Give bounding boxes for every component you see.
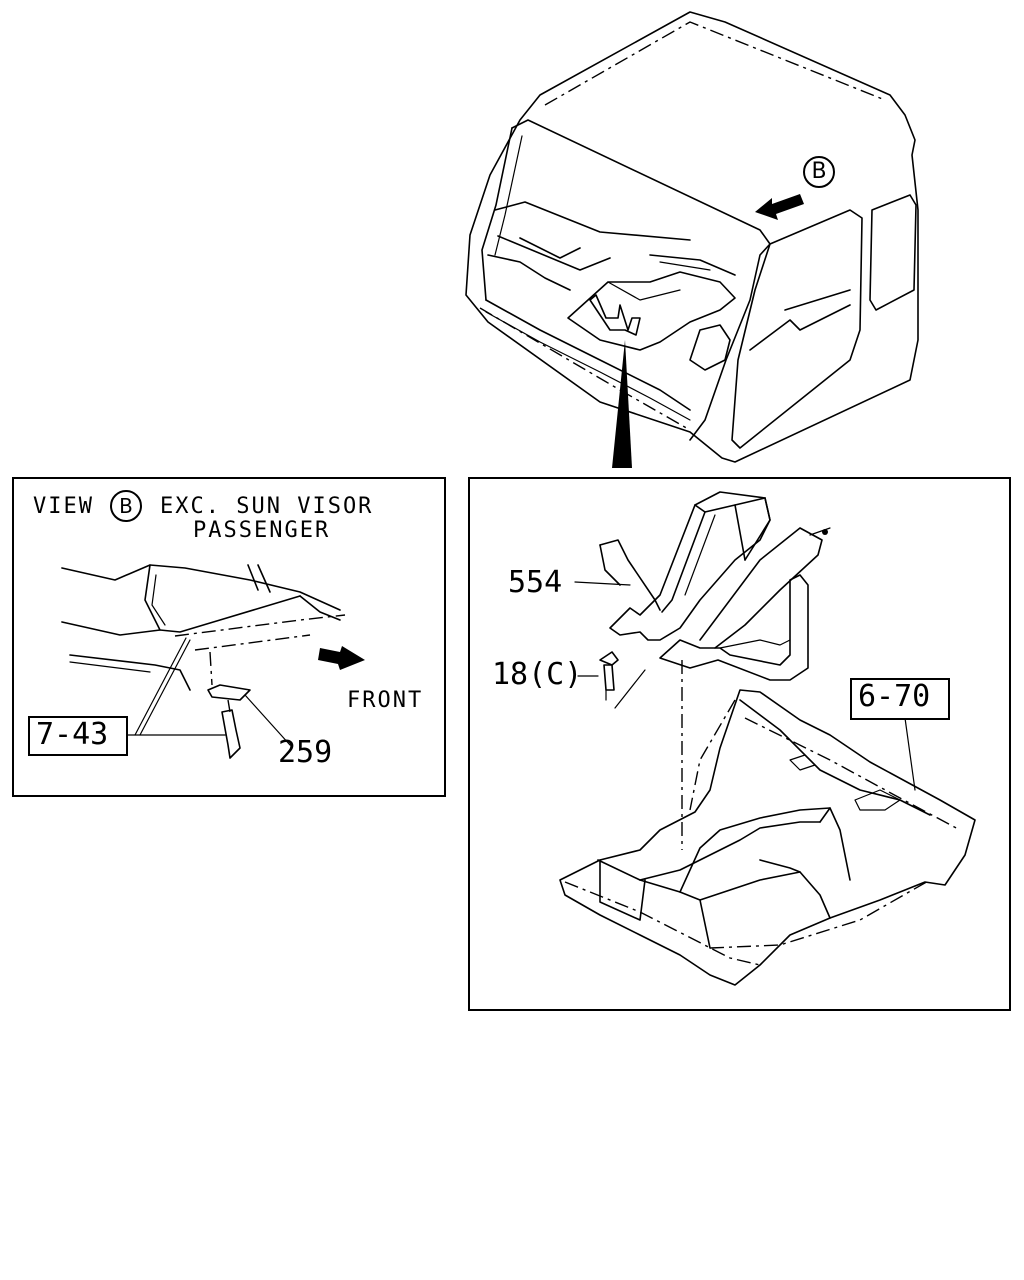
cab-illustration	[465, 11, 919, 468]
part-670-label: 6-70	[858, 679, 931, 714]
detail-frame	[468, 477, 1011, 1011]
cab-view-b-marker: B	[803, 156, 835, 188]
part-554-label: 554	[508, 565, 563, 600]
view-label: VIEW	[33, 494, 94, 519]
exc-sun-visor-label: EXC. SUN VISOR	[160, 494, 374, 519]
part-743-box	[28, 716, 128, 756]
part-18c-label: 18(C)	[492, 657, 583, 692]
view-b-frame	[12, 477, 446, 797]
part-670-box	[850, 678, 950, 720]
view-b-illustration	[61, 564, 365, 759]
part-259-label: 259	[278, 735, 333, 770]
part-743-label: 7-43	[36, 717, 109, 752]
bracket-illustration	[559, 491, 976, 986]
front-label: FRONT	[347, 688, 424, 713]
view-b-marker: B	[110, 490, 142, 522]
passenger-label: PASSENGER	[193, 518, 331, 543]
